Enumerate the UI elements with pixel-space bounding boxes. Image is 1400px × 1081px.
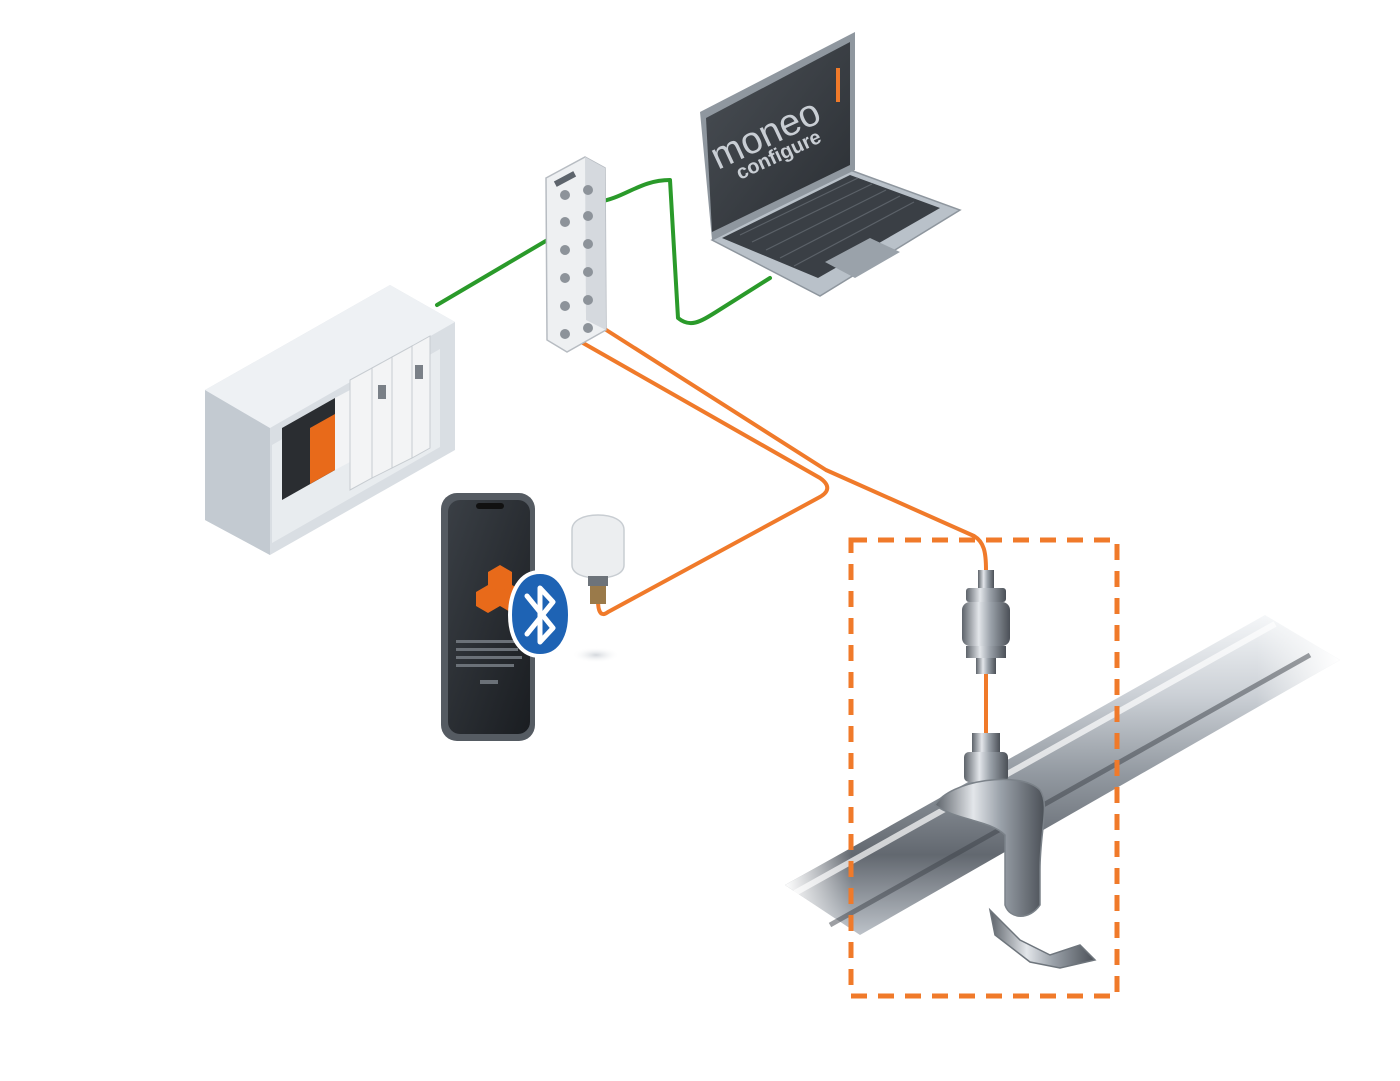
pressure-sensor bbox=[962, 570, 1010, 674]
bluetooth-icon bbox=[507, 569, 573, 659]
io-link-master bbox=[545, 156, 607, 353]
io-link-cable-top bbox=[598, 324, 988, 572]
pipe bbox=[785, 615, 1340, 935]
sensor-highlight-frame bbox=[848, 537, 1120, 999]
laptop: moneo configure bbox=[700, 32, 962, 297]
io-link-cables bbox=[581, 324, 988, 737]
pipe-clamp bbox=[934, 733, 1097, 969]
ethernet-cable-laptop bbox=[596, 178, 772, 326]
io-link-cable-bottom bbox=[581, 341, 830, 617]
plc-cabinet bbox=[205, 285, 455, 555]
wireless-sensor bbox=[571, 514, 625, 663]
